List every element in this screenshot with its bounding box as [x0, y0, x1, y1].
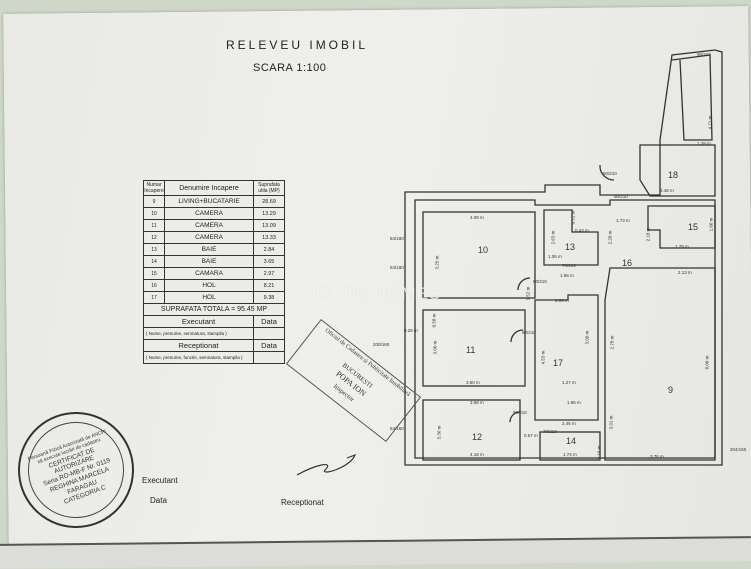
room-label: 12: [472, 432, 483, 442]
room-label: 15: [688, 222, 699, 232]
footer-data: Data: [150, 496, 167, 505]
door-label: 204/160: [730, 447, 747, 452]
col-area-header: Suprafata utila (MP): [253, 180, 285, 196]
room-label: 16: [622, 258, 633, 268]
room-label: 10: [478, 245, 489, 255]
dimension-label: 1.98 m: [560, 273, 574, 278]
dimension-label: 1.52 m: [525, 286, 531, 301]
door-label: 84/160: [390, 426, 404, 431]
room-13-walls: [543, 209, 599, 266]
dimension-label: 4.18 m: [470, 452, 484, 457]
dimension-label: 3.91 m: [608, 415, 614, 430]
room-17-walls: [534, 294, 599, 421]
door-label: 90/210: [533, 279, 547, 284]
signature: [296, 453, 357, 476]
room-label: 9: [668, 385, 674, 395]
door-label: 200/160: [373, 342, 390, 347]
dimension-label: 1.27 m: [562, 380, 576, 385]
corridor-walls: [671, 54, 713, 141]
dimension-label: 2.06 m: [555, 298, 569, 303]
dimension-label: 1.85 m: [567, 400, 581, 405]
room-label: 11: [466, 345, 476, 355]
door-label: 90/210: [513, 410, 527, 415]
dimension-label: 3.25 m: [434, 255, 440, 270]
room-11-walls: [422, 309, 526, 387]
room-9-walls: [604, 267, 716, 461]
door-label: 90/210: [522, 330, 536, 335]
watermark: ELITE HOMES: [316, 284, 442, 303]
dimension-label: 0.28 m: [404, 328, 418, 333]
room-14-walls: [539, 431, 601, 461]
room-label: 14: [566, 436, 577, 446]
dimension-label: 3.00 m: [432, 340, 438, 355]
room-label: 18: [668, 170, 679, 180]
door-label: 90/210: [603, 171, 617, 176]
room-10-walls: [422, 211, 536, 299]
dimension-label: 0.57 m: [524, 433, 538, 438]
dimension-label: 1.66 m: [708, 217, 714, 232]
door-label: 90/210: [697, 52, 711, 57]
dimension-label: 1.06 m: [548, 254, 562, 259]
dimension-label: 0.43 m: [575, 228, 589, 233]
dimension-label: 2.13 m: [678, 270, 692, 275]
dimension-label: 2.63 m: [550, 230, 556, 245]
room-label: 13: [565, 242, 576, 252]
room-12-walls: [422, 399, 521, 461]
dimension-label: 1.74 m: [563, 452, 577, 457]
outer-wall: [404, 49, 723, 466]
room-15-walls: [647, 205, 716, 249]
document-scale: SCARA 1:100: [253, 62, 327, 74]
rooms-table: Numar Incapere Denumire Incapere Suprafa…: [143, 180, 285, 364]
receptionat-date-cell: [253, 351, 285, 364]
dimension-label: 3.60 m: [466, 380, 480, 385]
dimension-label: 2.46 m: [562, 421, 576, 426]
dimension-label: 3.00 m: [584, 330, 590, 345]
dimension-label: 4.53 m: [540, 350, 546, 365]
door-label: 90/210: [614, 194, 628, 199]
door-label: 70/210: [562, 263, 576, 268]
dimension-label: 2.16 m: [596, 445, 602, 460]
document-title: RELEVEU IMOBIL: [226, 38, 369, 52]
door-swing: [509, 411, 521, 423]
door-swing: [599, 164, 615, 181]
dimension-label: 0.58 m: [431, 313, 437, 328]
dimension-label: 2.28 m: [607, 230, 613, 245]
footer-executant: Executant: [142, 476, 178, 485]
dimension-label: 3.58 m: [470, 400, 484, 405]
dimension-label: 8.08 m: [704, 355, 710, 370]
door-swing: [517, 277, 531, 291]
room-18-walls: [639, 144, 716, 197]
dimension-label: 3.76 m: [650, 454, 664, 459]
door-swing: [510, 329, 524, 343]
stamp-text-column: Persoană Fizică Autorizată de ANCPI să e…: [21, 412, 131, 527]
door-label: 84/180: [390, 265, 404, 270]
outer-wall-inner: [414, 199, 716, 459]
dimension-label: 3.48 m: [660, 188, 674, 193]
dimension-label: 0.72 m: [570, 210, 576, 225]
door-label: 84/180: [390, 236, 404, 241]
dimension-label: 2.18 m: [645, 227, 651, 242]
dimension-label: 3.36 m: [436, 425, 442, 440]
dimension-label: 4.71 m: [707, 115, 713, 130]
dimension-label: 1.28 m: [697, 141, 711, 146]
door-label: 70/210: [543, 429, 557, 434]
dimension-label: 1.79 m: [675, 244, 689, 249]
room-label: 17: [553, 358, 564, 368]
table-header-row: Numar Incapere Denumire Incapere Suprafa…: [143, 180, 285, 196]
dimension-label: 1.73 m: [616, 218, 630, 223]
footer-receptionat: Receptionat: [281, 498, 324, 507]
dimension-label: 4.09 m: [470, 215, 484, 220]
dimension-label: 2.78 m: [609, 335, 615, 350]
